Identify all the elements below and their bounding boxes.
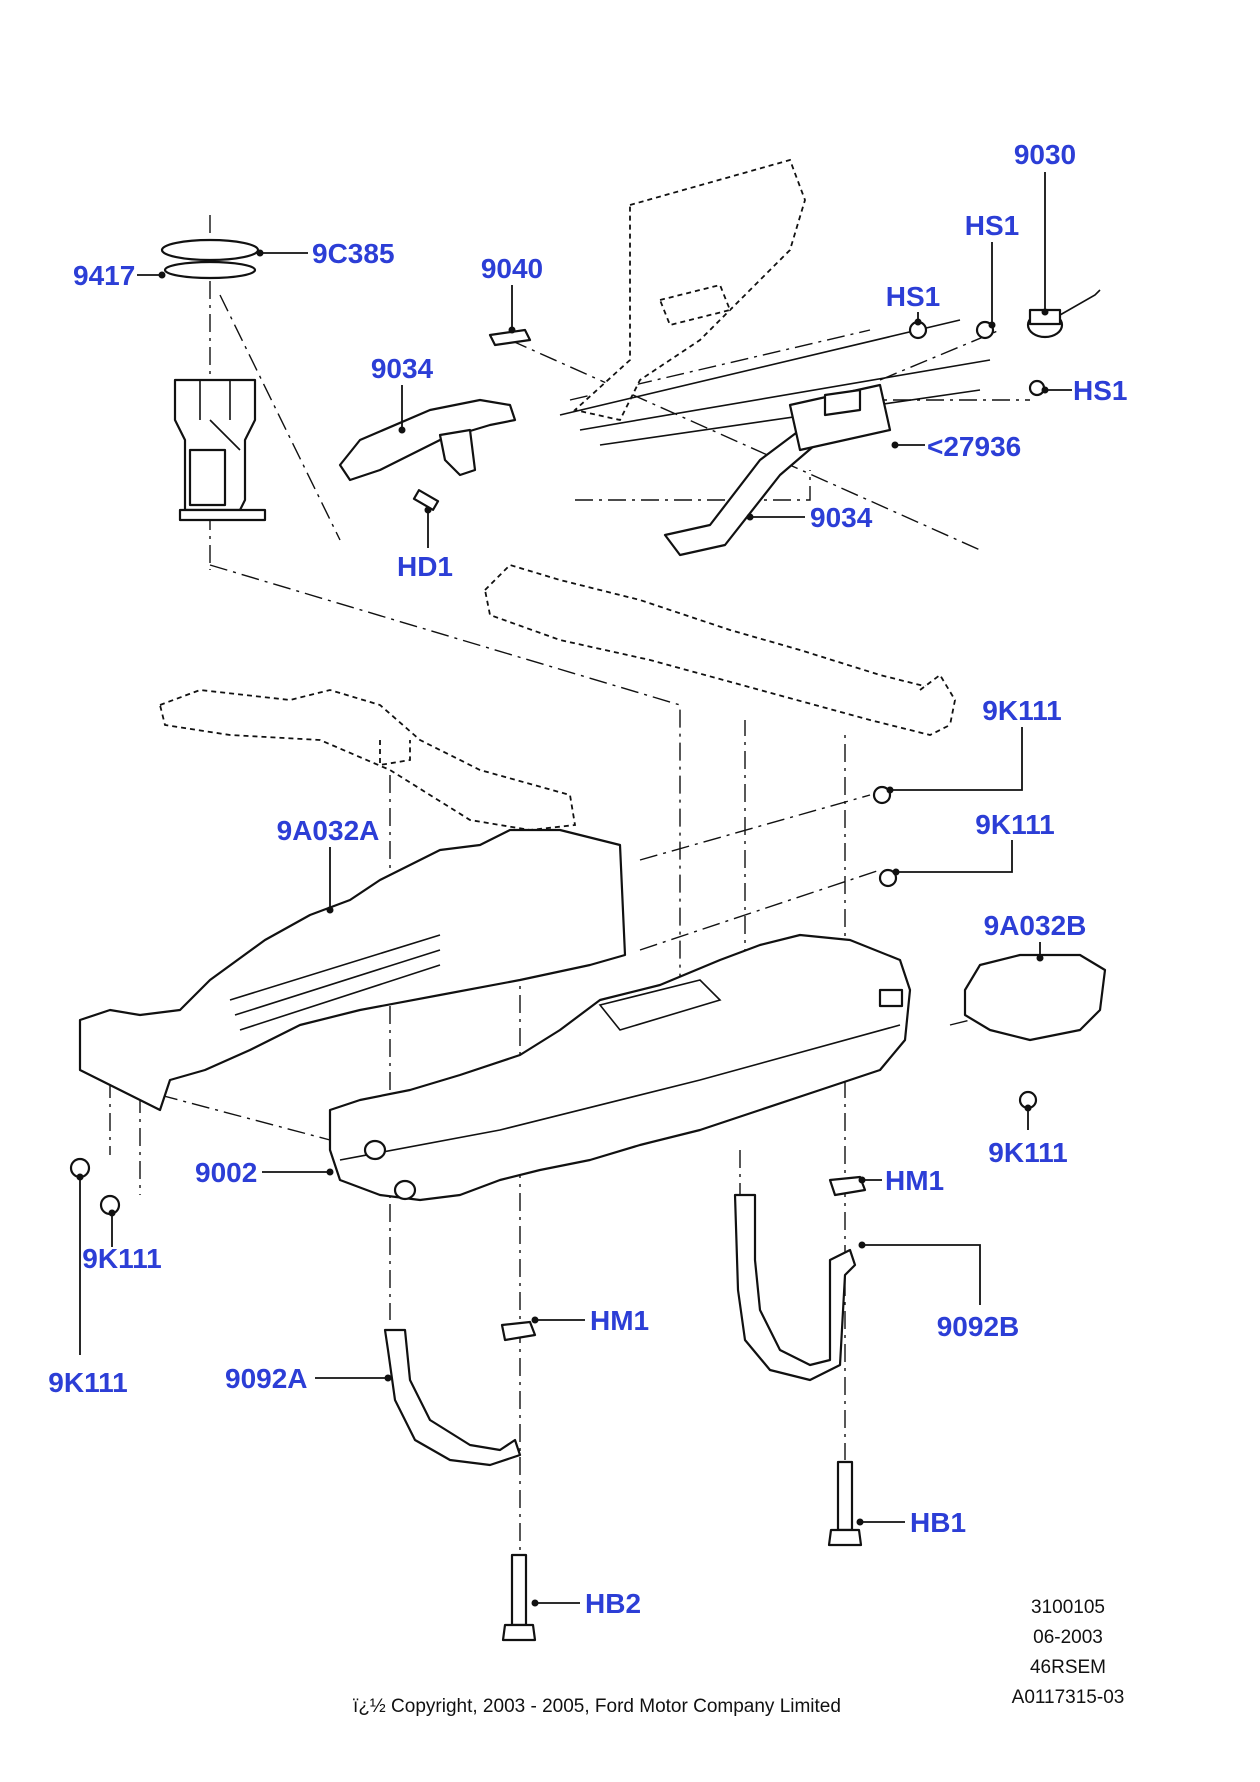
leader-lines	[76, 172, 1072, 1607]
drawing-date: 06-2003	[1033, 1627, 1103, 1648]
strap-9092a	[383, 1328, 522, 1467]
label-9092b: 9092B	[937, 1311, 1020, 1342]
label-9417: 9417	[73, 260, 135, 291]
drawing-ref: A0117315-03	[1012, 1687, 1125, 1708]
drawing-info: 3100105 06-2003 46RSEM A0117315-03	[1012, 1597, 1125, 1708]
label-hs1-top: HS1	[965, 210, 1019, 241]
copyright-notice: ï¿½ Copyright, 2003 - 2005, Ford Motor C…	[353, 1696, 841, 1717]
label-hm1-right: HM1	[885, 1165, 944, 1196]
label-hd1: HD1	[397, 551, 453, 582]
label-9k111-a: 9K111	[982, 695, 1061, 726]
heat-shield-9a032b	[963, 953, 1107, 1042]
part-labels: 9030 HS1 HS1 HS1 9C385 9417 9040 9034 <2…	[48, 139, 1127, 1619]
label-9034-lower: 9034	[810, 502, 873, 533]
label-9002: 9002	[195, 1157, 257, 1188]
label-9k111-d: 9K111	[82, 1243, 161, 1274]
drawing-model: 46RSEM	[1030, 1657, 1106, 1678]
label-9c385: 9C385	[312, 238, 395, 269]
label-9k111-e: 9K111	[48, 1367, 127, 1398]
body-side-panel	[559, 158, 991, 446]
label-9034-upper: 9034	[371, 353, 434, 384]
label-27936: <27936	[927, 431, 1021, 462]
label-9k111-c: 9K111	[988, 1137, 1067, 1168]
strap-9092b	[733, 1193, 857, 1382]
fuel-cap	[1026, 289, 1101, 339]
label-9040: 9040	[481, 253, 543, 284]
crossmember-rear	[484, 563, 956, 736]
label-hb1: HB1	[910, 1507, 966, 1538]
fuel-pump-sender-unit	[160, 238, 267, 522]
label-9a032b: 9A032B	[984, 910, 1087, 941]
crossmember-front	[158, 689, 577, 831]
drawing-code: 3100105	[1031, 1597, 1105, 1618]
hardware	[69, 785, 1038, 1642]
label-9a032a: 9A032A	[277, 815, 380, 846]
screws-hs1	[908, 320, 1046, 397]
filler-pipe-lower	[663, 383, 892, 557]
fuel-tank	[328, 933, 912, 1202]
label-hm1-left: HM1	[590, 1305, 649, 1336]
filler-pipe-upper	[338, 398, 517, 511]
label-9k111-b: 9K111	[975, 809, 1054, 840]
label-hb2: HB2	[585, 1588, 641, 1619]
label-9030: 9030	[1014, 139, 1076, 170]
label-9092a: 9092A	[225, 1363, 308, 1394]
heat-shield-9a032a	[78, 828, 627, 1112]
label-hs1-right: HS1	[1073, 375, 1127, 406]
label-hs1-mid: HS1	[886, 281, 940, 312]
